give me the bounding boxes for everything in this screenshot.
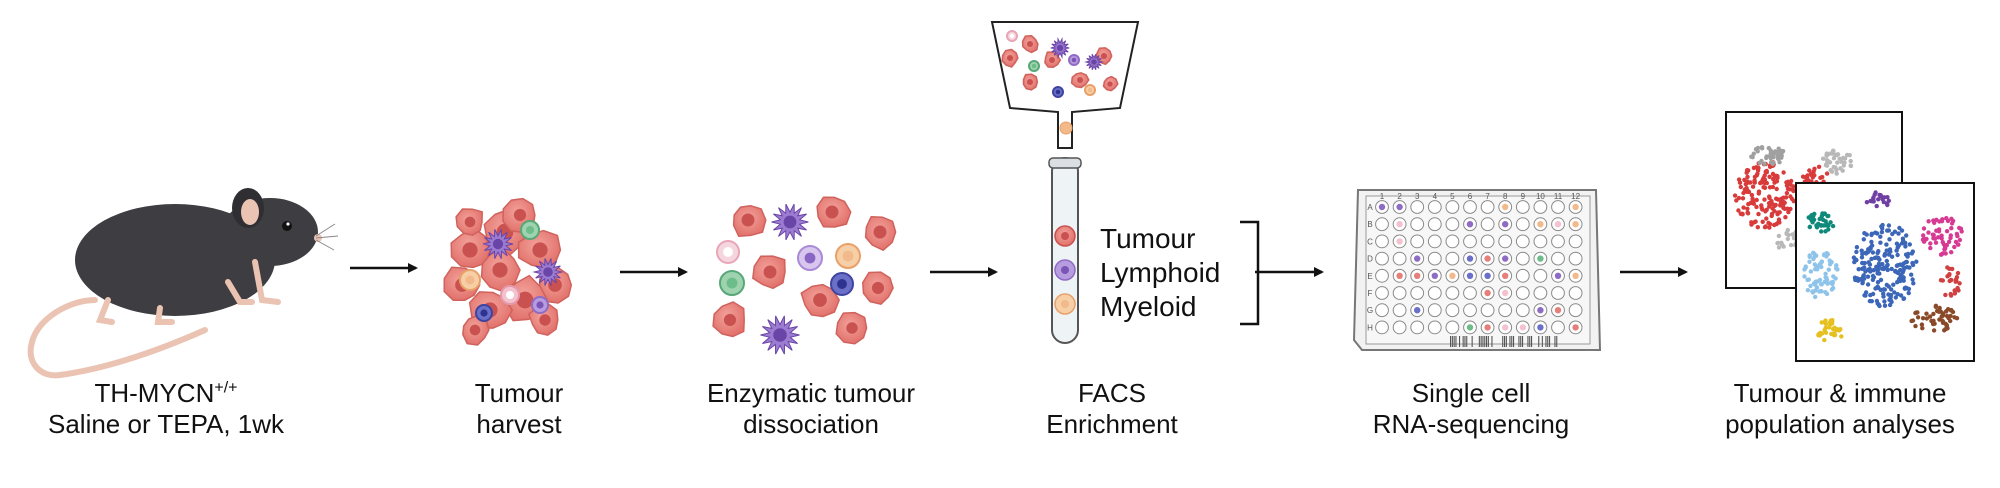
caption-line1: Single cell: [1411, 378, 1531, 408]
plate-column-label: 3: [1415, 192, 1420, 201]
caption-line2: population analyses: [1725, 409, 1955, 439]
caption-line1: TH-MYCN+/+: [94, 378, 238, 408]
step-caption-scrnaseq: Single cell RNA-sequencing: [1311, 378, 1631, 440]
step-caption-mouse: TH-MYCN+/+ Saline or TEPA, 1wk: [6, 378, 326, 440]
facs-label-lymphoid: Lymphoid: [1100, 257, 1221, 288]
plate-column-label: 8: [1503, 192, 1508, 201]
plate-column-label: 11: [1554, 192, 1563, 201]
facs-label-myeloid: Myeloid: [1100, 291, 1197, 322]
plate-row-label: H: [1367, 323, 1373, 332]
tumour-mass-icon: [443, 197, 573, 346]
caption-line1: FACS: [1078, 378, 1146, 408]
plate-column-label: 6: [1468, 192, 1473, 201]
barcode-icon: [1450, 336, 1558, 347]
step-caption-harvest: Tumour harvest: [359, 378, 679, 440]
facs-tube-icon: [1048, 157, 1082, 344]
plate-row-label: G: [1367, 306, 1373, 315]
plate-row-label: B: [1367, 220, 1372, 229]
caption-line2: dissociation: [743, 409, 879, 439]
plate-row-label: F: [1368, 289, 1373, 298]
caption-line2: RNA-sequencing: [1372, 409, 1570, 439]
plate-row-label: E: [1367, 272, 1372, 281]
plate-column-label: 10: [1536, 192, 1545, 201]
caption-line2: Enrichment: [1046, 409, 1178, 439]
plate-row-label: D: [1367, 255, 1373, 264]
step-caption-dissociation: Enzymatic tumour dissociation: [651, 378, 971, 440]
caption-line1: Enzymatic tumour: [706, 378, 916, 408]
plate-column-label: 2: [1397, 192, 1402, 201]
caption-line1: Tumour: [474, 378, 564, 408]
step-caption-facs: FACS Enrichment: [952, 378, 1272, 440]
plate-column-label: 4: [1433, 192, 1438, 201]
plate-column-label: 12: [1571, 192, 1580, 201]
plate-column-label: 5: [1450, 192, 1455, 201]
plate-column-label: 7: [1485, 192, 1490, 201]
caption-line2: Saline or TEPA, 1wk: [47, 409, 285, 439]
facs-label-tumour: Tumour: [1100, 223, 1196, 254]
umap-plot-front: [1795, 182, 1975, 362]
mouse-icon: [27, 188, 339, 379]
caption-line1: Tumour & immune: [1733, 378, 1947, 408]
plate-column-label: 1: [1380, 192, 1385, 201]
caption-line2: harvest: [476, 409, 562, 439]
arrows: [350, 263, 1688, 277]
plate-column-label: 9: [1521, 192, 1526, 201]
step-caption-analysis: Tumour & immune population analyses: [1680, 378, 2000, 440]
dissociated-cells-icon: [712, 196, 897, 355]
plate-row-label: A: [1367, 203, 1373, 212]
facs-funnel-icon: [990, 21, 1140, 149]
plate-row-label: C: [1367, 237, 1373, 246]
facs-bracket: [1240, 220, 1260, 326]
